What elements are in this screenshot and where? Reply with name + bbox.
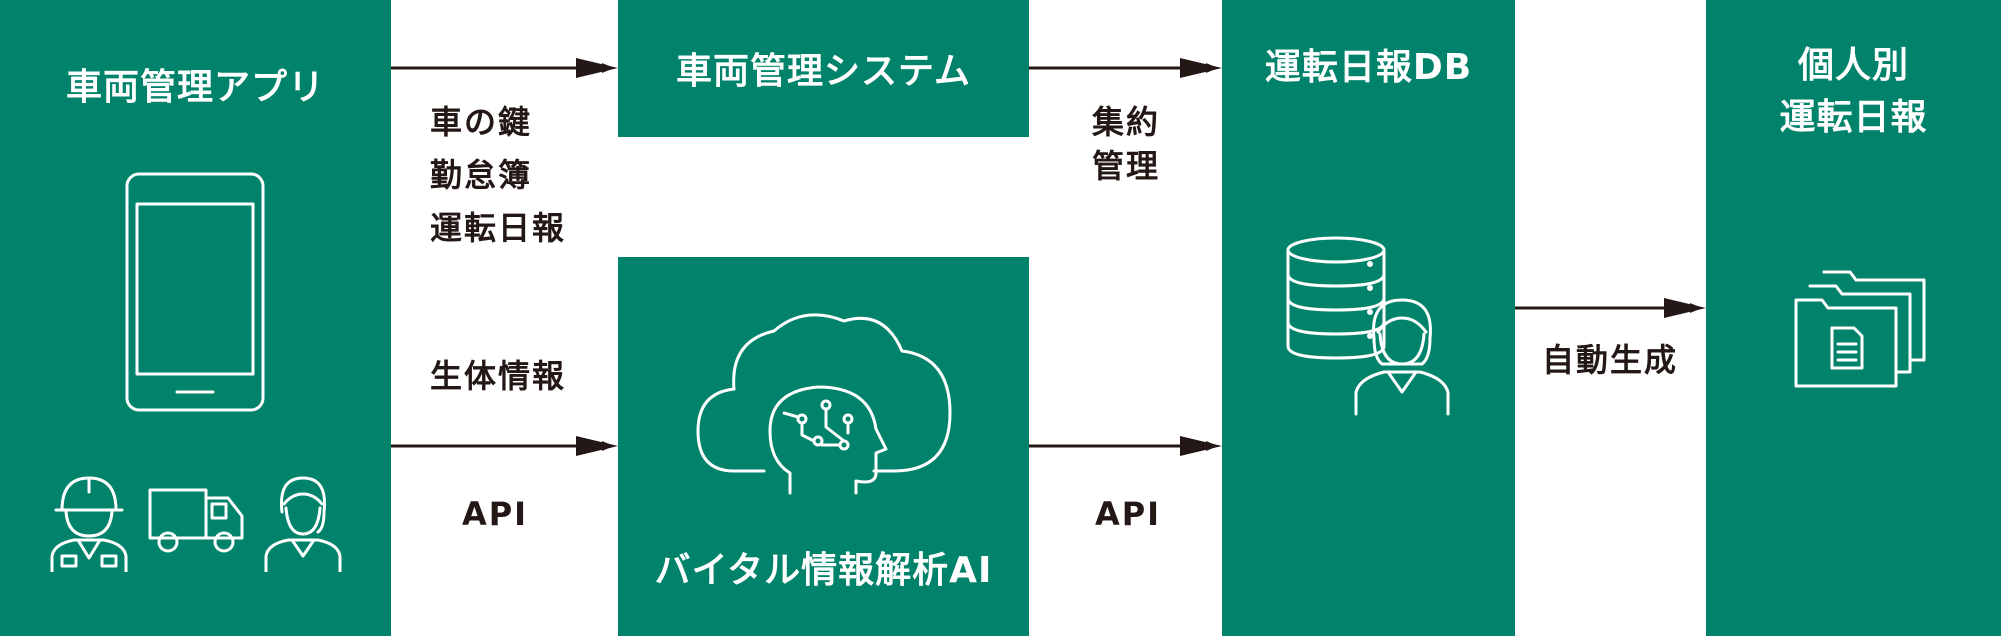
smartphone-icon [125,172,265,412]
document-folders-icon [1794,270,1926,388]
label-system-to-db-2: 管理 [1092,147,1161,185]
label-ai-to-db: API [1094,495,1162,533]
arrowhead-1 [576,58,618,78]
vehicle-app-title: 車両管理アプリ [65,67,325,108]
female-operator-icon [1354,298,1450,416]
label-app-to-system-3: 運転日報 [430,209,567,247]
label-app-to-ai-top: 生体情報 [430,357,567,395]
personal-report-title-line2: 運転日報 [1779,97,1928,138]
label-db-to-report: 自動生成 [1541,341,1678,379]
label-app-to-system-1: 車の鍵 [430,103,533,141]
arrowhead-4 [1180,436,1222,456]
vehicle-system-title: 車両管理システム [676,51,971,92]
worker-icon [50,476,128,572]
vehicle-system-box: 車両管理システム [618,0,1029,137]
label-system-to-db-1: 集約 [1092,103,1161,141]
arrowhead-5 [1664,298,1706,318]
arrowhead-3 [1180,58,1222,78]
label-app-to-ai-bottom: API [461,495,529,533]
driving-db-title: 運転日報DB [1264,47,1473,88]
vital-ai-box: バイタル情報解析AI [618,257,1029,636]
truck-icon [148,488,244,553]
cloud-ai-brain-icon [696,313,952,495]
vital-ai-title: バイタル情報解析AI [654,550,993,591]
label-app-to-system-2: 勤怠簿 [430,156,533,194]
personal-report-title-line1: 個人別 [1797,45,1909,86]
female-staff-icon [264,476,342,572]
arrowhead-2 [576,436,618,456]
vehicle-app-box: 車両管理アプリ [0,0,391,636]
personal-report-box: 個人別 運転日報 [1706,0,2001,636]
driving-db-box: 運転日報DB [1222,0,1515,636]
